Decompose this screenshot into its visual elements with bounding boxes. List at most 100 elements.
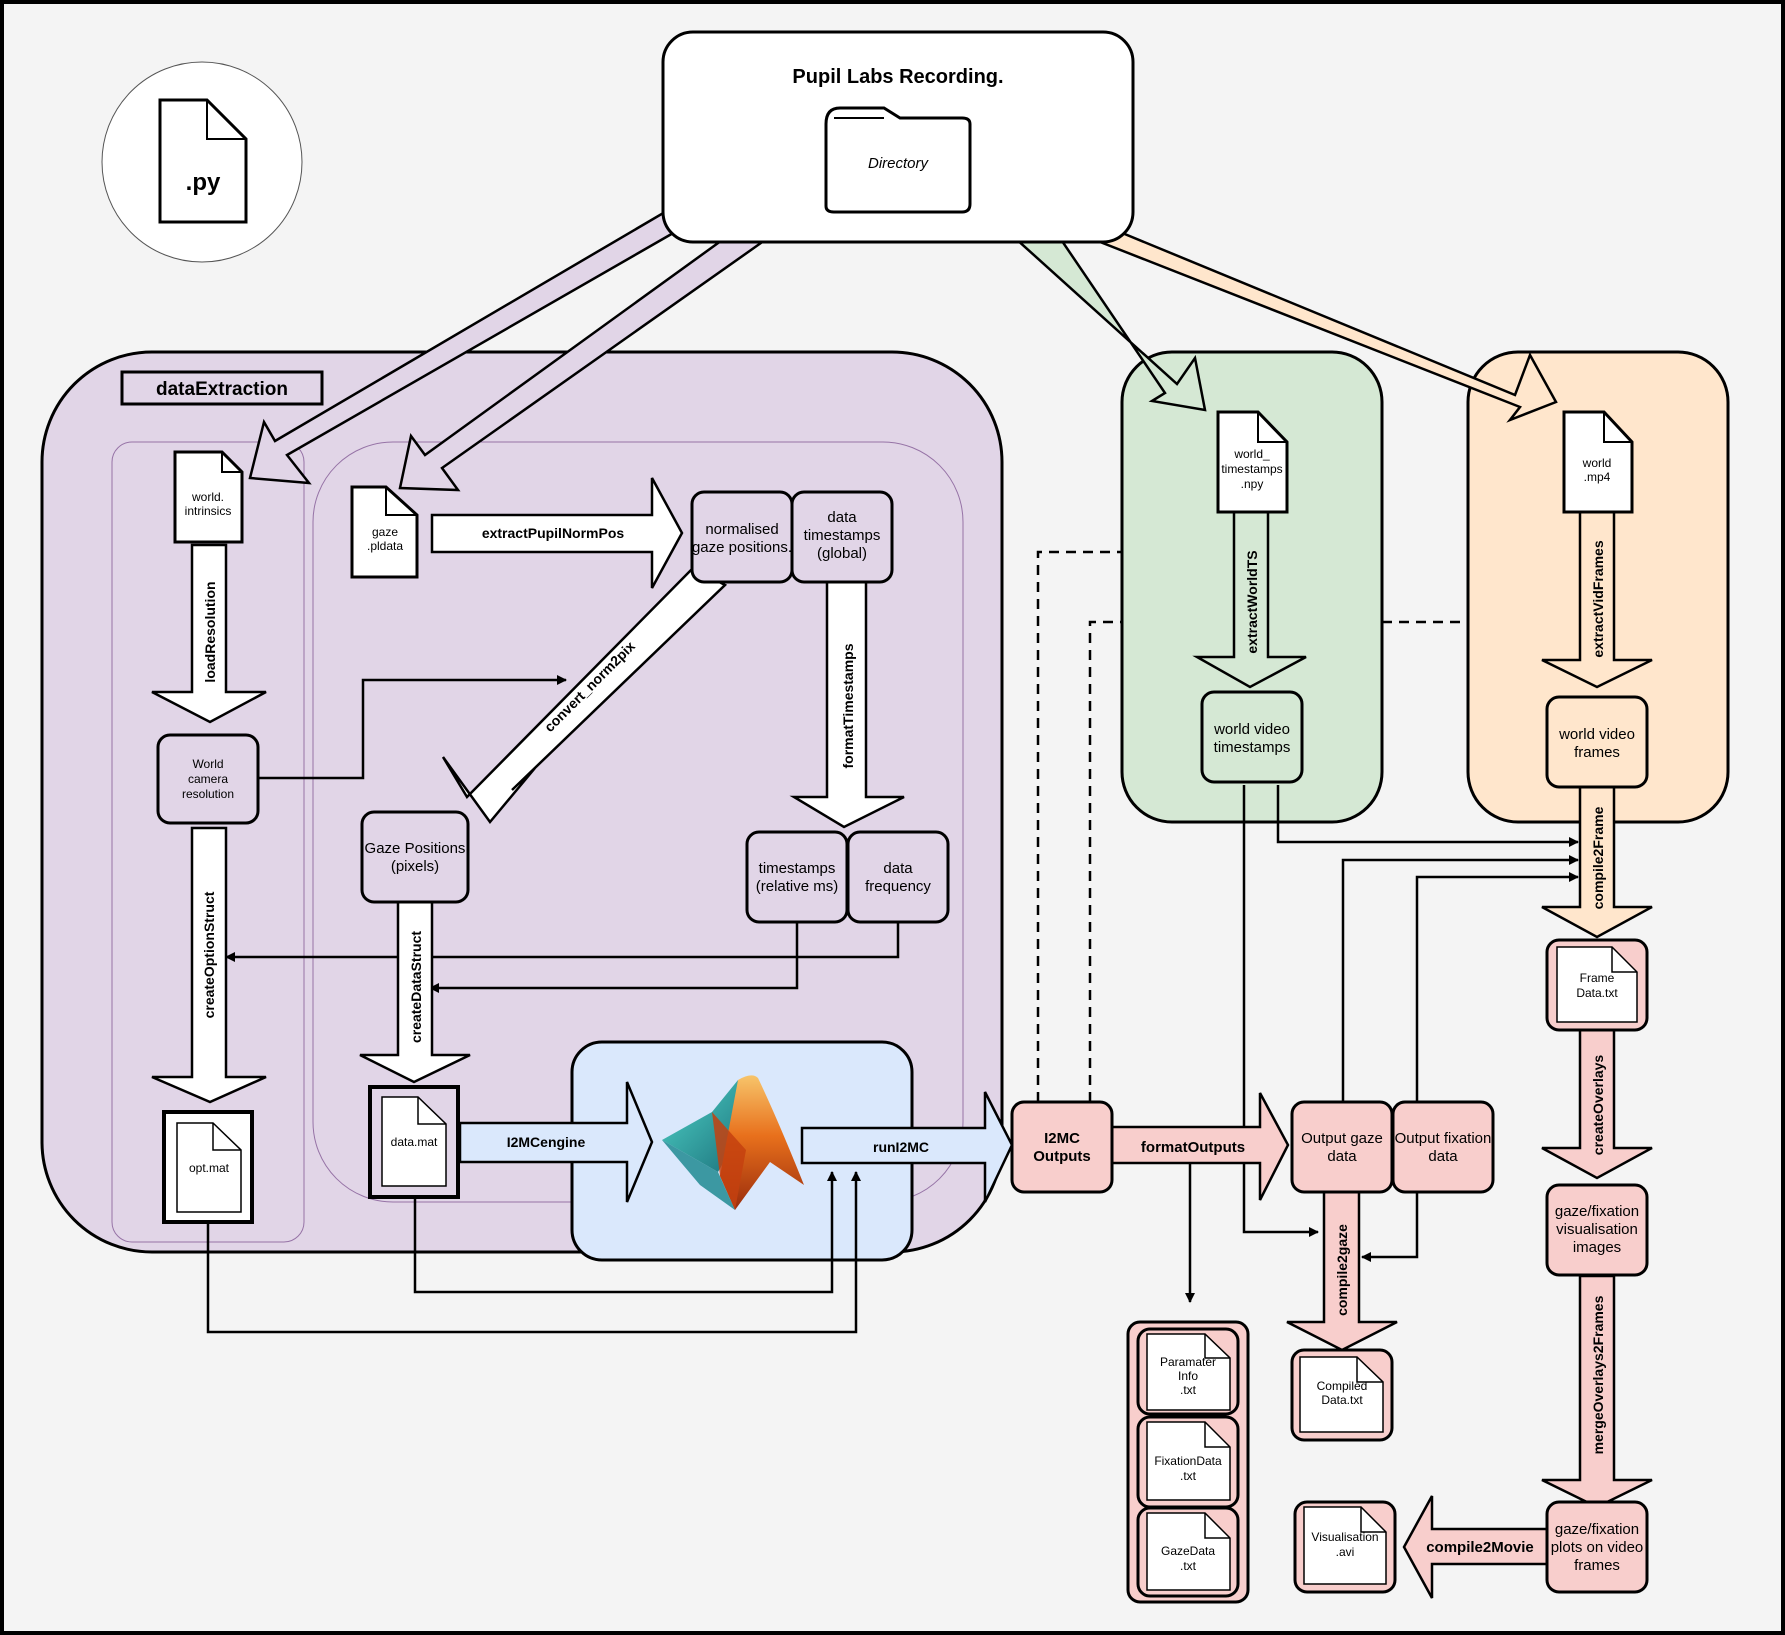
merge-overlays2frames-arrow <box>1541 1274 1653 1509</box>
data-timestamps-line3: (global) <box>817 545 867 562</box>
svg-text:world_timestamps.npy: world_timestamps.npy <box>1221 447 1282 491</box>
extract-pupil-norm-pos-arrow <box>430 477 684 589</box>
data-timestamps-line2: timestamps <box>804 527 881 544</box>
file-documents: world.intrinsics gaze.pldata world_times… <box>162 410 1649 1604</box>
arrow-to-world-timestamps <box>1011 236 1207 412</box>
world-intrinsics-line1: world. <box>191 490 224 504</box>
compile2gaze-arrow <box>1286 1190 1398 1352</box>
world-video-timestamps-node <box>1200 690 1304 784</box>
matlab-logo <box>662 1075 804 1210</box>
arrow-to-world-mp4 <box>1086 228 1558 423</box>
extract-vid-frames-arrow <box>1541 510 1653 689</box>
run-i2mc-arrow <box>800 1091 1014 1203</box>
load-resolution-arrow <box>151 543 267 724</box>
compile2frame-arrow <box>1541 785 1653 939</box>
gaze-pldata-file: gaze.pldata <box>350 485 419 579</box>
py-label: .py <box>186 169 221 196</box>
timestamps-relative-node <box>745 830 849 924</box>
data-frequency-node <box>846 830 950 924</box>
overlay-images-line2: visualisation <box>1556 1221 1638 1238</box>
world-mp4-line1: world <box>1582 456 1612 470</box>
data-extraction-title: dataExtraction <box>156 379 288 400</box>
create-overlays-arrow <box>1541 1028 1653 1180</box>
output-fixation-line1: Output fixation <box>1395 1130 1492 1147</box>
world-mp4-file: world.mp4 <box>1562 410 1634 514</box>
i2mc-outputs-line1: I2MC <box>1044 1130 1080 1147</box>
svg-text:FixationData.txt: FixationData.txt <box>1154 1454 1222 1483</box>
world-camera-line2: camera <box>188 772 228 786</box>
world-intrinsics-line2: intrinsics <box>185 504 232 518</box>
output-fixation-data-node <box>1391 1100 1495 1194</box>
arrow-to-world-intrinsics <box>248 210 677 485</box>
overlay-images-line3: images <box>1573 1239 1621 1256</box>
create-data-struct-arrow <box>359 900 471 1084</box>
svg-text:gaze.pldata: gaze.pldata <box>367 525 403 553</box>
world-video-frames-line2: frames <box>1574 744 1620 761</box>
data-timestamps-node <box>790 490 894 584</box>
overlay-frames-node <box>1545 1500 1649 1594</box>
extract-vid-frames-label: extractVidFrames <box>1590 540 1606 657</box>
frame-data-line1: Frame <box>1580 971 1615 985</box>
i2mc-engine-arrow <box>458 1081 654 1203</box>
compile2frame-label: compile2Frame <box>1590 806 1606 909</box>
visualisation-avi-file: Visualisation.avi <box>1293 1500 1397 1594</box>
data-mat-label: data.mat <box>391 1135 438 1149</box>
world-camera-resolution-node <box>156 733 260 825</box>
opt-mat-file: opt.mat <box>162 1110 254 1224</box>
world-video-timestamps-line2: timestamps <box>1214 739 1291 756</box>
create-option-struct-arrow <box>151 826 267 1104</box>
document-icon <box>158 98 248 224</box>
create-data-struct-label: createDataStruct <box>408 931 424 1043</box>
world-video-timestamps-line1: world video <box>1213 721 1290 738</box>
svg-text:timestamps(relative ms): timestamps(relative ms) <box>756 860 839 895</box>
frame-data-line2: Data.txt <box>1576 986 1618 1000</box>
world-ts-npy-line1: world_ <box>1233 447 1270 461</box>
gaze-data-line2: .txt <box>1180 1559 1197 1573</box>
recording-box: Pupil Labs Recording. Directory <box>661 30 1135 244</box>
create-option-struct-label: createOptionStruct <box>201 891 217 1018</box>
fixation-data-line1: FixationData <box>1154 1454 1222 1468</box>
world-camera-line1: World <box>192 757 223 771</box>
format-outputs-label: formatOutputs <box>1141 1139 1245 1156</box>
i2mc-outputs-node <box>1010 1100 1114 1194</box>
create-overlays-label: createOverlays <box>1590 1055 1606 1156</box>
overlay-images-line1: gaze/fixation <box>1555 1203 1639 1220</box>
svg-text:Gaze Positions(pixels): Gaze Positions(pixels) <box>365 840 466 875</box>
folder-icon <box>824 106 972 214</box>
extract-world-ts-label: extractWorldTS <box>1244 550 1260 653</box>
overlay-frames-line2: plots on video <box>1551 1539 1644 1556</box>
folder-label: Directory <box>868 155 930 172</box>
process-nodes <box>156 490 1649 1594</box>
output-fixation-line2: data <box>1428 1148 1458 1165</box>
compile2movie-arrow <box>1402 1495 1550 1599</box>
normalised-gaze-line2: gaze positions. <box>692 539 792 556</box>
gaze-positions-line2: (pixels) <box>391 858 439 875</box>
timestamps-relative-line2: (relative ms) <box>756 878 839 895</box>
function-arrows <box>151 477 1653 1599</box>
svg-text:GazeData.txt: GazeData.txt <box>1161 1544 1215 1573</box>
compiled-data-line2: Data.txt <box>1321 1393 1363 1407</box>
format-timestamps-arrow <box>789 580 905 829</box>
data-timestamps-line1: data <box>827 509 857 526</box>
world-intrinsics-file: world.intrinsics <box>173 450 244 544</box>
extract-pupil-norm-pos-label: extractPupilNormPos <box>482 525 625 541</box>
load-resolution-label: loadResolution <box>202 581 218 682</box>
world-video-frames-line1: world video <box>1558 726 1635 743</box>
extract-world-ts-arrow <box>1192 510 1307 689</box>
gaze-pldata-line2: .pldata <box>367 539 403 553</box>
world-mp4-line2: .mp4 <box>1584 470 1611 484</box>
svg-text:world.intrinsics: world.intrinsics <box>185 490 232 518</box>
output-gaze-line1: Output gaze <box>1301 1130 1383 1147</box>
overlay-frames-line3: frames <box>1574 1557 1620 1574</box>
world-ts-npy-line2: timestamps <box>1221 462 1282 476</box>
gaze-data-line1: GazeData <box>1161 1544 1215 1558</box>
